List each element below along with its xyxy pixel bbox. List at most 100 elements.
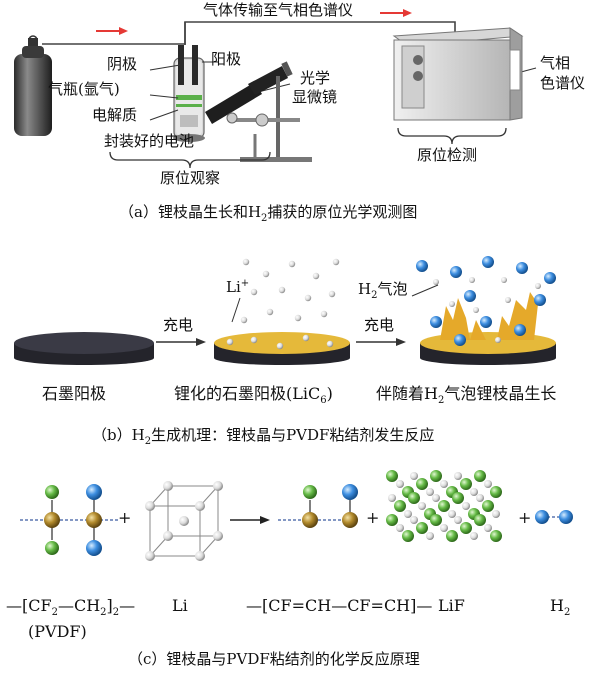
li-ion	[388, 494, 396, 502]
fluoride-ion	[408, 492, 420, 504]
li-ion	[470, 488, 478, 496]
li-ion	[404, 510, 412, 518]
li-ion	[266, 308, 274, 316]
brace-detection	[397, 127, 507, 145]
leader-lines-a	[149, 61, 537, 121]
li-ion	[462, 502, 470, 510]
li-ion	[320, 310, 328, 318]
li-ion	[432, 494, 440, 502]
lithiated-disk	[214, 332, 350, 365]
cathode-label: 阴极	[107, 55, 138, 73]
h2-bubble	[516, 262, 528, 274]
li-ion	[454, 472, 462, 480]
pvdf-molecule	[20, 484, 120, 556]
li-ion	[448, 510, 456, 518]
fluoride-ion	[474, 514, 486, 526]
li-ion	[410, 472, 418, 480]
li-ion	[262, 270, 270, 278]
microscope-label-2: 显微镜	[292, 88, 338, 106]
fluoride-ion	[474, 470, 486, 482]
pvdf-name: (PVDF)	[28, 622, 87, 641]
microscope-label-1: 光学	[300, 69, 331, 87]
h2-bubble-label: H2气泡	[358, 280, 408, 301]
li-crystal-cell	[145, 481, 223, 561]
li-ion	[312, 272, 320, 280]
li-ion	[242, 258, 250, 266]
bubble-growth-label: 伴随着H2气泡锂枝晶生长	[376, 384, 557, 407]
flow-arrow-1	[96, 27, 128, 35]
h2-bubble	[416, 260, 428, 272]
li-ion	[302, 334, 310, 342]
li-ion	[454, 516, 462, 524]
li-ion	[304, 294, 312, 302]
li-ion	[426, 488, 434, 496]
li-ion	[276, 342, 284, 350]
electrolyte-label: 电解质	[92, 106, 138, 124]
h2-bubble	[482, 256, 494, 268]
caption-b: （b）H2生成机理：锂枝晶与PVDF粘结剂发生反应	[92, 426, 435, 447]
li-ion	[226, 338, 234, 346]
fluoride-ion	[482, 500, 494, 512]
anode-label: 阳极	[211, 50, 242, 68]
plus-sign-3: +	[518, 508, 532, 527]
brace-observation	[109, 151, 271, 169]
fluoride-ion	[438, 500, 450, 512]
gas-chromatograph-illustration	[392, 27, 524, 121]
h2-bubble	[454, 334, 466, 346]
h2-bubble	[514, 324, 526, 336]
lif-crystal-lattice	[386, 470, 502, 542]
lithiated-anode-label: 锂化的石墨阳极(LiC6)	[174, 384, 333, 407]
fluoride-ion	[402, 530, 414, 542]
caption-c: （c）锂枝晶与PVDF粘结剂的化学反应原理	[128, 650, 420, 668]
li-ion	[449, 301, 455, 307]
fluoride-ion	[386, 470, 398, 482]
li-ion	[440, 524, 448, 532]
li-ion	[250, 336, 258, 344]
fluoride-ion	[430, 514, 442, 526]
li-ion	[332, 258, 340, 266]
li-ion	[288, 260, 296, 268]
in-situ-detection-label: 原位检测	[417, 146, 478, 164]
li-ion	[410, 516, 418, 524]
gas-cylinder-label: 气瓶(氩气)	[48, 80, 120, 98]
li-ion	[476, 494, 484, 502]
h2-bubble	[464, 290, 476, 302]
fluoride-ion	[416, 522, 428, 534]
plus-sign-1: +	[118, 508, 132, 527]
li-ion	[250, 288, 258, 296]
h2-molecule	[535, 510, 573, 524]
fluoride-ion	[430, 470, 442, 482]
fluoride-ion	[490, 530, 502, 542]
product-polymer-molecule	[278, 484, 358, 528]
fluoride-ion	[460, 478, 472, 490]
li-ion	[294, 314, 302, 322]
li-ion	[495, 337, 501, 343]
flow-arrow-2	[380, 9, 412, 17]
h2-bubble	[480, 316, 492, 328]
fluoride-ion	[394, 500, 406, 512]
charge-arrow-1	[156, 338, 206, 346]
li-ion	[440, 480, 448, 488]
li-ion	[469, 277, 475, 283]
li-ion	[278, 286, 286, 294]
fluoride-ion	[386, 514, 398, 526]
gc-label-2: 色谱仪	[540, 74, 586, 92]
gc-label-1: 气相	[540, 54, 571, 72]
plus-sign-2: +	[366, 508, 380, 527]
li-ion	[473, 307, 479, 313]
li-ion	[396, 524, 404, 532]
pvdf-formula: —[CF2—CH2]2—	[6, 596, 136, 619]
fluoride-ion	[490, 486, 502, 498]
lif-label: LiF	[438, 596, 465, 615]
dendrite-disk	[420, 292, 556, 365]
fluoride-ion	[452, 492, 464, 504]
li-ion	[501, 277, 507, 283]
h2-bubble	[544, 272, 556, 284]
gas-line	[42, 21, 456, 45]
sealed-cell-label: 封装好的电池	[104, 132, 195, 150]
li-ion	[396, 480, 404, 488]
gas-transport-label: 气体传输至气相色谱仪	[203, 1, 354, 19]
li-ion	[470, 532, 478, 540]
optical-microscope-illustration	[205, 61, 312, 162]
li-ion	[484, 480, 492, 488]
